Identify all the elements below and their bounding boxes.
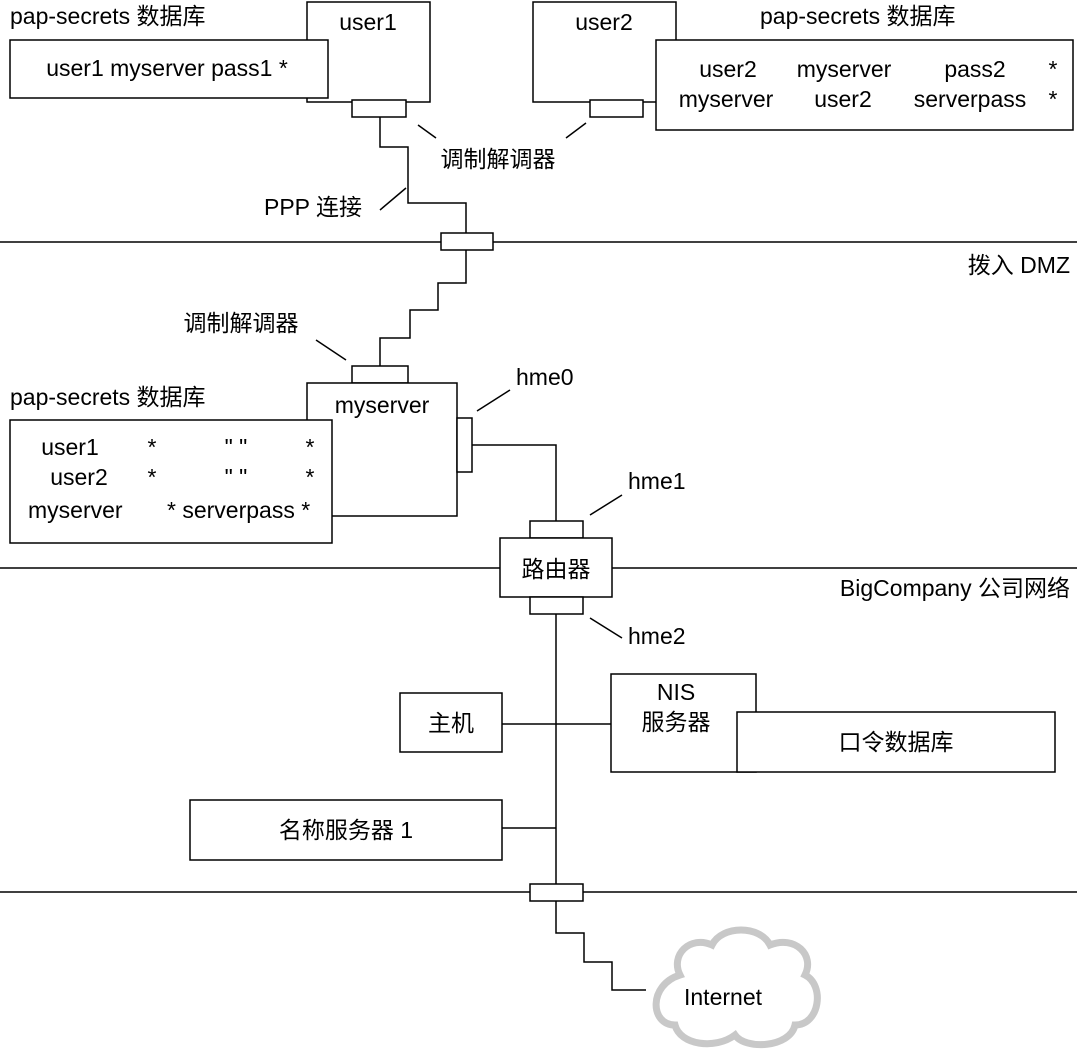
user2-machine-box [532, 1, 677, 103]
hme1-port-icon [529, 520, 584, 539]
myserver-modem-icon [351, 365, 409, 384]
password-db-label: 口令数据库 [839, 729, 954, 755]
ppp-link-line [379, 117, 467, 235]
internet-jack-icon [529, 883, 584, 902]
myserver-label: myserver [335, 392, 430, 418]
server-db-cell: " " [225, 434, 248, 460]
user2-pap-secrets-box [655, 39, 1074, 131]
nis-server-label: NIS [657, 679, 695, 705]
user2-db-cell: serverpass [914, 86, 1026, 112]
server-db-cell: * [306, 464, 315, 490]
modem-label: 调制解调器 [441, 146, 556, 172]
hme0-label: hme0 [516, 364, 574, 390]
ppp-callout-line [379, 187, 407, 211]
router-label: 路由器 [522, 556, 591, 582]
name-server-box [189, 799, 503, 861]
user2-pap-secrets-title: pap-secrets 数据库 [760, 3, 956, 29]
myserver-pap-secrets-box [9, 419, 333, 544]
server-modem-callout-line [315, 339, 347, 361]
user2-db-cell: * [1049, 86, 1058, 112]
internet-cloud-icon [652, 926, 821, 1049]
dialin-dmz-label: 拨入 DMZ [968, 252, 1070, 278]
host-label: 主机 [428, 710, 474, 736]
ppp-link-label: PPP 连接 [264, 194, 362, 220]
server-db-cell: * [148, 464, 157, 490]
user1-pap-secrets-title: pap-secrets 数据库 [10, 3, 206, 29]
corporate-network-label: BigCompany 公司网络 [840, 575, 1070, 601]
user2-db-cell: pass2 [944, 56, 1005, 82]
server-db-cell: * [306, 434, 315, 460]
password-db-box [736, 711, 1056, 773]
dmz-jack-icon [440, 232, 494, 251]
hme2-label: hme2 [628, 623, 686, 649]
server-db-cell: * serverpass * [167, 497, 310, 523]
user1-pap-secrets-entry: user1 myserver pass1 * [46, 55, 288, 81]
server-db-cell: " " [225, 464, 248, 490]
user1-label: user1 [339, 9, 397, 35]
modem-callout-line [417, 124, 437, 139]
server-db-cell: myserver [28, 497, 123, 523]
user2-modem-icon [589, 99, 644, 118]
hme1-callout-line [589, 494, 623, 516]
user2-db-cell: myserver [797, 56, 892, 82]
server-db-cell: user1 [41, 434, 99, 460]
hme2-callout-line [589, 617, 623, 639]
name-server-label: 名称服务器 1 [279, 817, 413, 843]
user1-pap-secrets-box [9, 39, 329, 99]
host-box [399, 692, 503, 753]
nis-server-label: 服务器 [642, 709, 711, 735]
user2-db-cell: user2 [814, 86, 872, 112]
hme0-port-icon [456, 417, 473, 473]
user2-label: user2 [575, 9, 633, 35]
hme0-callout-line [476, 389, 511, 412]
hme1-label: hme1 [628, 468, 686, 494]
server-db-cell: * [148, 434, 157, 460]
myserver-pap-secrets-title: pap-secrets 数据库 [10, 384, 206, 410]
user2-db-cell: myserver [679, 86, 774, 112]
modem-callout-line [565, 122, 587, 139]
user1-modem-icon [351, 99, 407, 118]
dmz-link-line [379, 250, 467, 366]
user2-db-cell: user2 [699, 56, 757, 82]
server-db-cell: user2 [50, 464, 108, 490]
server-modem-label: 调制解调器 [184, 310, 299, 336]
internet-link-line [555, 901, 646, 991]
internet-label: Internet [684, 984, 763, 1010]
hme0-to-router-line [472, 444, 557, 521]
hme2-port-icon [529, 596, 584, 615]
user2-db-cell: * [1049, 56, 1058, 82]
